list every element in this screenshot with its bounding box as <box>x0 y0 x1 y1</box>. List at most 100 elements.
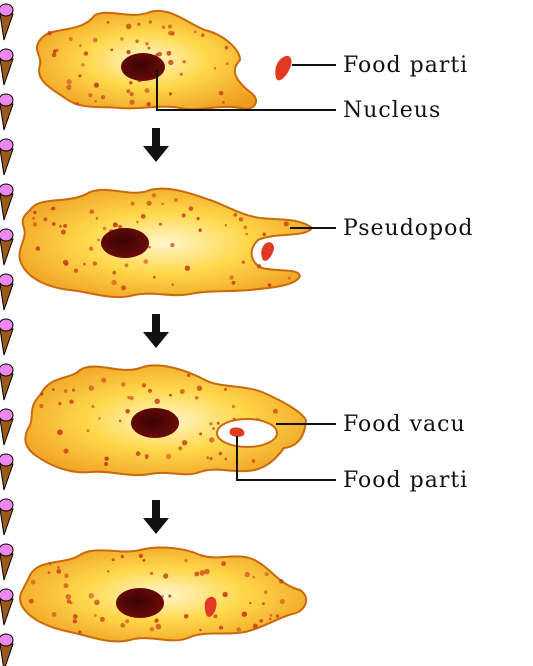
granule <box>222 101 225 104</box>
granule <box>153 276 156 279</box>
granule <box>159 223 162 226</box>
granule <box>92 405 95 408</box>
granule <box>137 23 140 26</box>
granule <box>171 283 174 286</box>
granule <box>98 417 101 420</box>
granule <box>90 209 95 214</box>
granule <box>262 233 266 237</box>
granule <box>199 432 202 435</box>
granule <box>39 404 43 408</box>
granule <box>217 422 220 425</box>
granule <box>145 42 149 46</box>
granule <box>148 246 150 248</box>
granule <box>126 89 130 93</box>
granule <box>268 283 272 287</box>
granule <box>96 217 99 220</box>
granule <box>36 246 41 251</box>
granule <box>66 594 72 600</box>
granule <box>197 386 202 391</box>
granule <box>93 38 98 43</box>
granule <box>93 261 97 265</box>
granule <box>280 599 285 604</box>
granule <box>51 207 54 210</box>
granule <box>84 51 89 56</box>
granule <box>69 400 73 404</box>
granule <box>147 201 152 206</box>
granule <box>180 389 185 394</box>
granule <box>125 409 130 414</box>
granule <box>57 566 60 569</box>
granule <box>57 430 63 436</box>
granule <box>212 427 215 430</box>
granule <box>64 583 69 588</box>
granule <box>94 83 99 88</box>
granule <box>112 558 115 561</box>
granule <box>78 631 81 634</box>
granule <box>169 394 172 397</box>
granule <box>33 211 36 214</box>
granule <box>162 26 166 30</box>
granule <box>83 263 86 266</box>
granule <box>225 46 229 50</box>
granule <box>64 573 69 578</box>
granule <box>89 385 95 391</box>
granule <box>184 614 189 619</box>
granule <box>112 271 116 275</box>
granule <box>59 225 62 228</box>
granule <box>145 88 150 93</box>
granule <box>265 572 269 576</box>
granule <box>209 437 214 442</box>
granule <box>94 600 100 606</box>
granule <box>219 626 223 630</box>
granule <box>63 224 67 228</box>
granule <box>143 559 146 562</box>
granule <box>201 33 205 37</box>
granule <box>225 458 228 461</box>
granule <box>33 222 37 226</box>
granule <box>88 93 92 97</box>
granule <box>245 233 248 236</box>
granule <box>136 221 138 223</box>
granule <box>70 602 73 605</box>
granule <box>126 50 130 54</box>
granule <box>107 570 109 572</box>
granule <box>276 614 280 618</box>
granule <box>64 389 68 393</box>
stage-1-cell: Food parti Nucleus <box>37 11 468 123</box>
granule <box>155 619 159 623</box>
granule <box>252 459 256 463</box>
granule <box>288 277 291 280</box>
granule <box>135 40 139 44</box>
amoeba-body <box>20 548 306 642</box>
granule <box>166 454 171 459</box>
granule <box>269 618 272 621</box>
granule <box>130 100 135 105</box>
granule <box>284 221 289 226</box>
granule <box>209 422 212 425</box>
granule <box>101 95 105 99</box>
granule <box>239 217 243 221</box>
nucleus <box>121 53 165 81</box>
granule <box>232 281 236 285</box>
granule <box>94 614 97 617</box>
granule <box>163 573 168 578</box>
granule <box>234 213 238 217</box>
granule <box>129 81 132 84</box>
granule <box>213 614 217 618</box>
granule <box>237 627 242 632</box>
nucleus <box>116 588 164 618</box>
food-vacuole <box>217 419 277 447</box>
food-particle <box>261 242 274 261</box>
granule <box>47 31 52 36</box>
granule <box>270 614 273 617</box>
granule <box>174 198 178 202</box>
granule <box>49 562 52 565</box>
granule <box>32 217 35 220</box>
food-particle <box>275 56 291 80</box>
granule <box>187 374 190 377</box>
pseudopod-label: Pseudopod <box>343 216 473 241</box>
stage-4-cell <box>20 548 306 642</box>
down-arrow-icon <box>143 128 169 162</box>
granule <box>167 51 172 56</box>
granule <box>87 429 90 432</box>
